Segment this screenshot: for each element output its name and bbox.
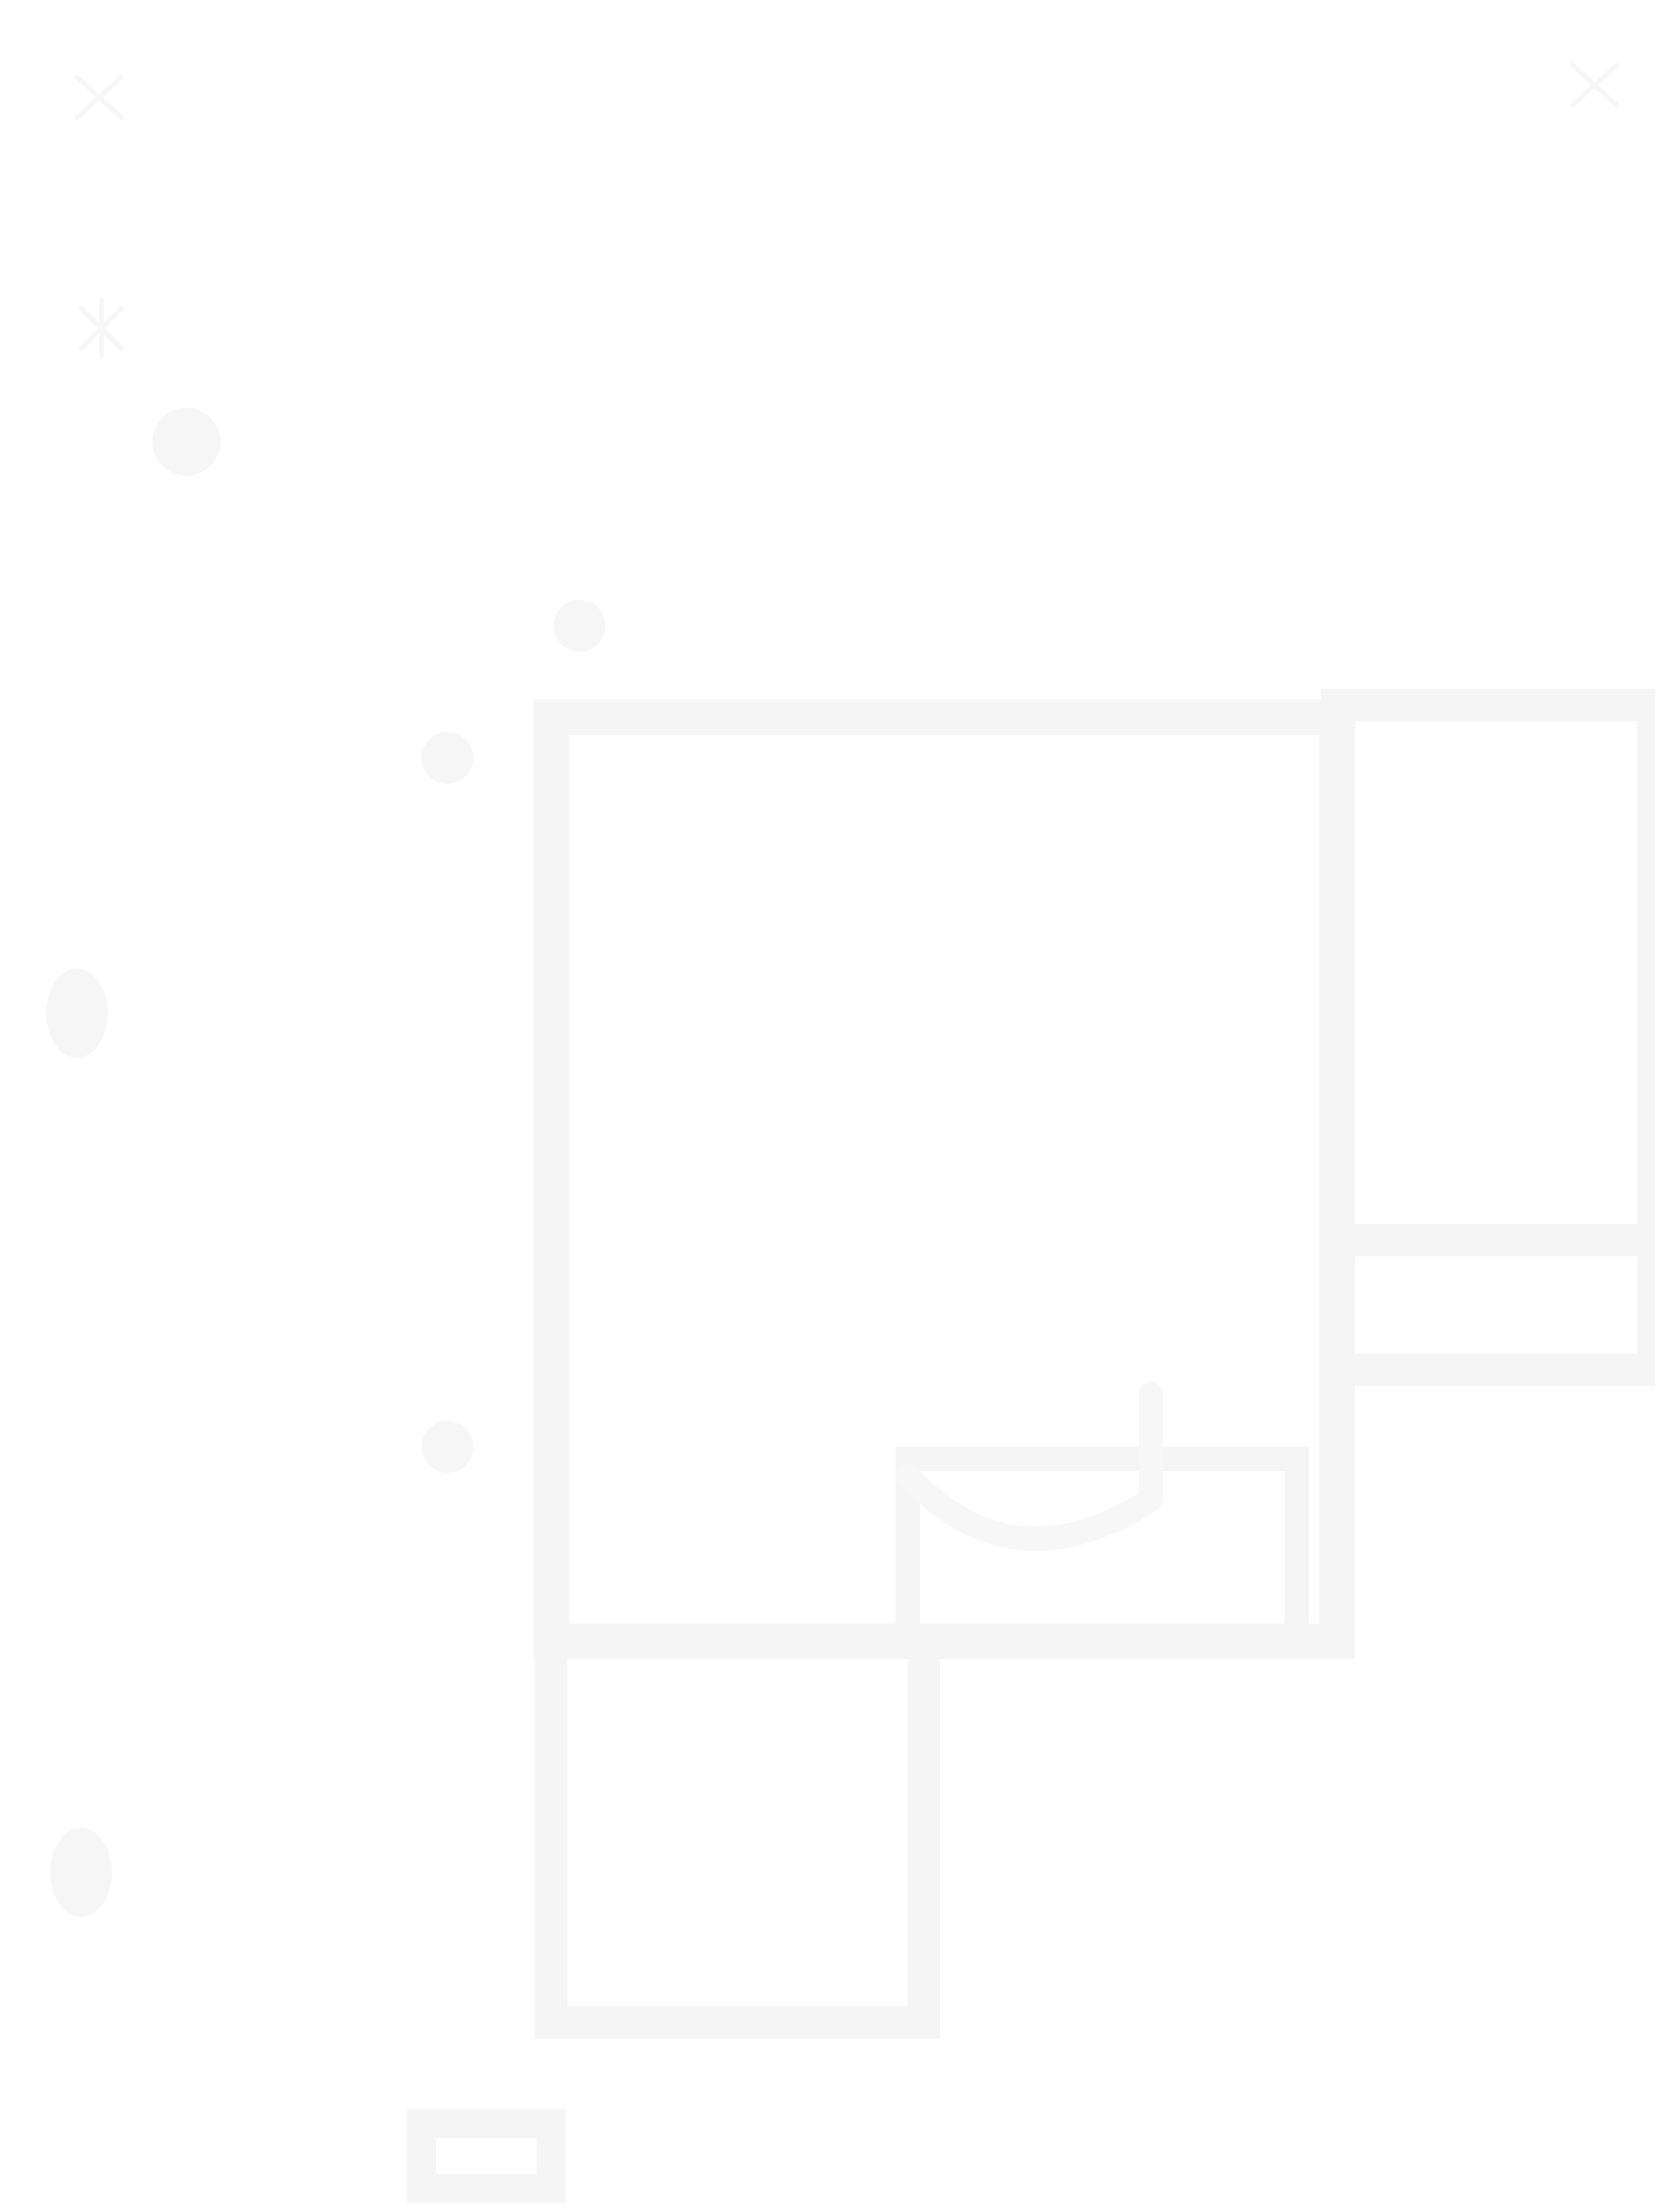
- leaf-icon: [46, 969, 108, 1058]
- curve-shape: [896, 1382, 1163, 1551]
- sparkle-icon: [79, 297, 124, 359]
- panel-outline: [533, 689, 1655, 2039]
- flower-icon: [152, 408, 220, 476]
- sparkle-icon: [1570, 62, 1619, 108]
- sparkle-icon: [75, 75, 124, 120]
- dot-icon: [421, 1421, 473, 1473]
- small-block: [407, 2109, 566, 2203]
- leaf-icon: [50, 1828, 112, 1917]
- dot-icon: [421, 732, 473, 784]
- dot-icon: [554, 600, 605, 652]
